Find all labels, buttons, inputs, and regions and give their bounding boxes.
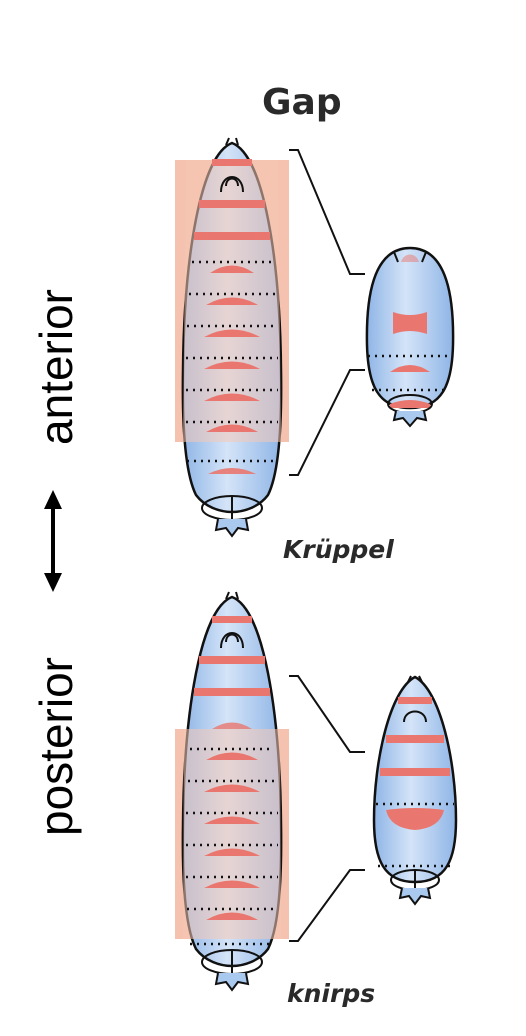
kruppel-panel: Krüppel [175,137,455,564]
anterior-posterior-arrow [44,490,62,592]
knirps-panel: knirps [175,591,458,1008]
head-band [199,656,265,664]
kruppel-compact-embryo [365,246,455,428]
segment-stripes [204,722,260,920]
kruppel-zoom-lines [289,149,365,476]
knirps-elongated-embryo [181,591,283,992]
knirps-compact-embryo [372,675,458,906]
segment-boundaries [186,260,278,463]
segment-stripes [204,265,260,474]
head-band [212,159,252,166]
kruppel-elongated-embryo [181,137,283,538]
segment-boundaries [186,747,278,946]
anterior-label: anterior [30,289,82,445]
knirps-label: knirps [287,979,375,1008]
central-expression-patch [386,808,444,830]
posterior-label: posterior [30,657,82,836]
head-band [194,232,270,240]
knirps-zoom-lines [289,675,365,942]
kruppel-label: Krüppel [283,535,394,564]
diagram-title: Gap [262,82,342,123]
head-band [194,688,270,696]
central-expression-patch [393,312,427,334]
head-band [199,200,265,208]
head-band [212,616,252,623]
